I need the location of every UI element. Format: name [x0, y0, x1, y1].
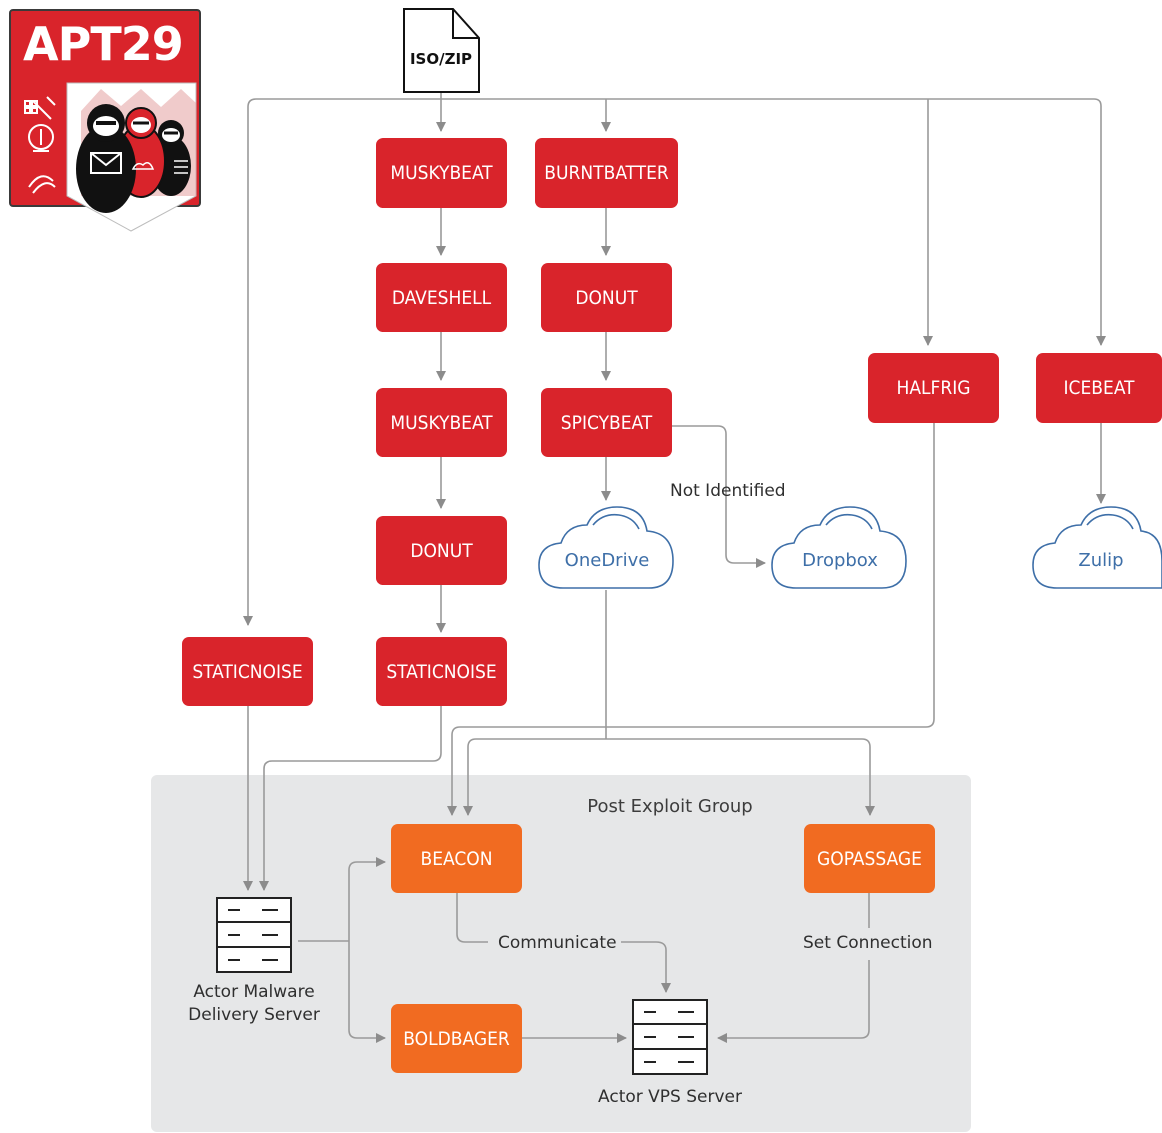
server-to-boldbager-line — [348, 941, 386, 1043]
delivery-server-label-line1: Actor Malware — [193, 982, 315, 1002]
to-gopassage-line — [861, 738, 875, 816]
set-connection-to-vps-line — [717, 960, 870, 1043]
left-branch-line — [243, 98, 257, 626]
spicybeat-to-dropbox-line — [672, 425, 766, 568]
to-beacon-line — [463, 738, 862, 816]
set-connection-label: Set Connection — [799, 933, 937, 953]
node-donut-2[interactable]: DONUT — [541, 263, 672, 332]
badge-title: APT29 — [23, 17, 184, 71]
document-icon — [403, 8, 480, 93]
cloud-label-onedrive: OneDrive — [564, 550, 650, 571]
not-identified-label: Not Identified — [670, 481, 786, 501]
vps-server-label: Actor VPS Server — [598, 1087, 742, 1107]
node-beacon[interactable]: BEACON — [391, 824, 522, 893]
cloud-icon — [538, 506, 674, 589]
node-halfrig[interactable]: HALFRIG — [868, 353, 999, 423]
cloud-label-zulip: Zulip — [1078, 550, 1124, 571]
node-muskybeat-2[interactable]: MUSKYBEAT — [376, 388, 507, 457]
node-daveshell[interactable]: DAVESHELL — [376, 263, 507, 332]
beacon-communicate-line-a — [456, 893, 488, 943]
cloud-icon — [771, 506, 907, 589]
staticnoise-right-to-server-line — [259, 706, 442, 891]
node-muskybeat-1[interactable]: MUSKYBEAT — [376, 138, 507, 208]
server-icon — [216, 897, 292, 973]
halfrig-to-beacon-line — [447, 423, 935, 816]
node-burntbatter[interactable]: BURNTBATTER — [535, 138, 678, 208]
beacon-communicate-line-b — [620, 941, 671, 993]
apt29-badge: APT29 — [9, 9, 201, 232]
matryoshka-figures-icon — [24, 82, 197, 232]
node-staticnoise-2[interactable]: STATICNOISE — [376, 637, 507, 706]
delivery-server-label-line2: Delivery Server — [188, 1005, 320, 1025]
server-icon — [632, 999, 708, 1075]
cloud-label-dropbox: Dropbox — [802, 550, 878, 571]
cloud-icon — [1032, 506, 1162, 589]
node-staticnoise-1[interactable]: STATICNOISE — [182, 637, 313, 706]
top-distribution-line — [256, 92, 1102, 107]
server-to-beacon-line — [348, 857, 386, 941]
communicate-label: Communicate — [494, 933, 621, 953]
entry-file-label: ISO/ZIP — [409, 50, 473, 68]
node-donut-1[interactable]: DONUT — [376, 516, 507, 585]
post-exploit-group-title: Post Exploit Group — [587, 796, 753, 817]
node-icebeat[interactable]: ICEBEAT — [1036, 353, 1162, 423]
node-gopassage[interactable]: GOPASSAGE — [804, 824, 935, 893]
node-spicybeat[interactable]: SPICYBEAT — [541, 388, 672, 457]
node-boldbager[interactable]: BOLDBAGER — [391, 1004, 522, 1073]
